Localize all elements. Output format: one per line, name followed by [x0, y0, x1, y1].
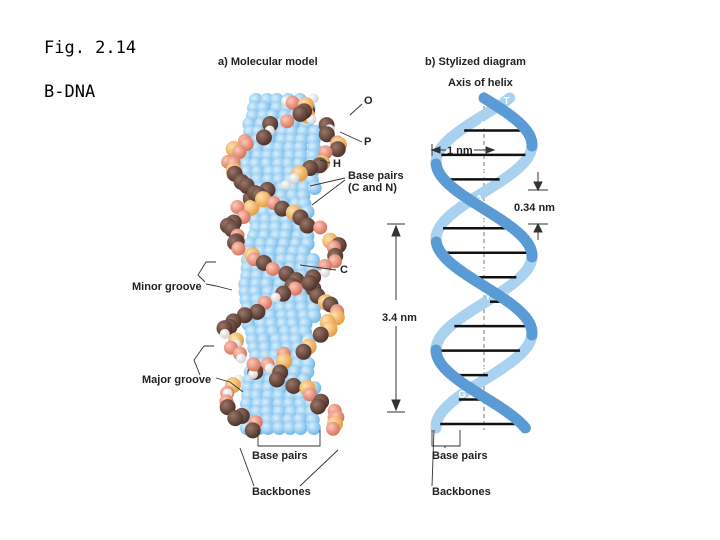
base-atom	[306, 421, 321, 435]
backbone-atom	[292, 105, 309, 122]
backbone-atom	[285, 377, 302, 394]
helix-front-strand	[430, 92, 538, 434]
ribbon-segment	[517, 419, 531, 434]
panel-a-title: a) Molecular model	[218, 56, 318, 68]
panel-a-leaders	[193, 103, 363, 487]
label-pitch: 3.4 nm	[382, 312, 417, 324]
label-major-groove: Major groove	[142, 374, 211, 386]
rise-dimension	[528, 172, 548, 240]
base-pair-label: T = A	[481, 120, 505, 131]
label-b-base-pairs: Base pairs	[432, 450, 488, 462]
backbone-atom	[313, 220, 328, 235]
base-atom	[293, 421, 308, 435]
base-atom	[272, 421, 287, 435]
backbone-atom	[295, 343, 312, 360]
pitch-dimension	[387, 223, 405, 413]
label-phosphorus: P	[364, 136, 371, 148]
backbone-atom	[231, 241, 246, 256]
figure-number: Fig. 2.14	[44, 38, 137, 58]
base-pair-label: A = T	[464, 218, 488, 229]
backbone-atom	[268, 371, 285, 388]
backbone-atom	[319, 267, 330, 278]
backbone-atom	[329, 141, 346, 158]
backbone-atom	[303, 387, 318, 402]
label-base-pairs-cn-line1: Base pairs	[348, 170, 404, 182]
backbone-atom	[318, 126, 335, 143]
label-oxygen: O	[364, 95, 373, 107]
label-base-pairs-cn-line2: (C and N)	[348, 182, 397, 194]
backbone-atom	[299, 217, 316, 234]
backbone-atom	[312, 326, 329, 343]
space-filling-molecule	[216, 93, 347, 439]
width-dimension	[430, 144, 496, 156]
base-pair-label: A = T	[478, 316, 502, 327]
backbone-atom	[236, 353, 247, 364]
label-base-pairs-cn: Base pairs (C and N)	[348, 170, 407, 194]
backbone-atom	[289, 173, 300, 184]
base-atom	[307, 181, 322, 195]
label-width: 1 nm	[447, 145, 473, 157]
backbone-atom	[288, 281, 303, 296]
figure-subtitle: B-DNA	[44, 82, 96, 102]
backbone-atom	[246, 357, 261, 372]
base-atom	[260, 421, 275, 435]
base-pair-label: A = T	[467, 414, 491, 425]
base-pair-label: G = C	[461, 169, 487, 180]
backbone-atom	[248, 369, 259, 380]
label-carbon: C	[340, 264, 348, 276]
backbone-atom	[326, 421, 341, 436]
label-a-base-pairs: Base pairs	[252, 450, 308, 462]
label-a-backbones: Backbones	[252, 486, 311, 498]
backbone-atom	[230, 200, 245, 215]
base-atom	[283, 421, 298, 435]
backbone-atom	[265, 261, 280, 276]
backbone-atom	[227, 410, 244, 427]
backbone-atom	[270, 292, 281, 303]
base-pair-label: C = G	[473, 243, 500, 254]
backbone-atom	[285, 95, 300, 110]
label-b-backbones: Backbones	[432, 486, 491, 498]
backbone-atom	[280, 114, 295, 129]
panel-b-title: b) Stylized diagram	[425, 56, 526, 68]
base-pair-label: G = C	[459, 365, 485, 376]
backbone-atom	[264, 363, 275, 374]
backbone-atom	[232, 145, 247, 160]
panel-b-backbone-leader	[431, 429, 435, 487]
backbone-atom	[244, 422, 261, 439]
backbone-atom	[281, 179, 292, 190]
backbone-atom	[249, 303, 266, 320]
label-axis-of-helix: Axis of helix	[448, 77, 514, 89]
label-hydrogen: H	[333, 158, 341, 170]
backbone-atom	[310, 398, 327, 415]
base-pair-label: C = G	[482, 267, 509, 278]
label-rise: 0.34 nm	[514, 202, 555, 214]
backbone-atom	[301, 274, 318, 291]
panel-b-base-pair-bracket	[431, 430, 461, 447]
base-pair-label: C = G	[467, 341, 494, 352]
backbone-atom	[255, 129, 272, 146]
label-minor-groove: Minor groove	[132, 281, 202, 293]
backbone-atom	[219, 328, 230, 339]
